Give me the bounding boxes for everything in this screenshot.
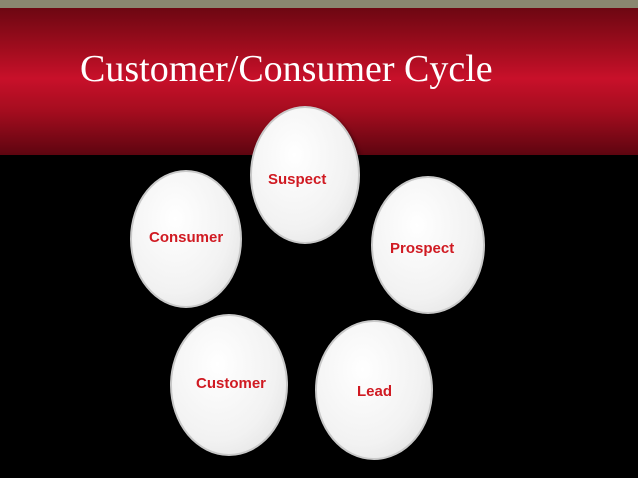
node-customer xyxy=(170,314,288,456)
node-label-consumer: Consumer xyxy=(149,229,224,246)
node-lead xyxy=(315,320,433,460)
top-accent-strip xyxy=(0,0,638,8)
node-label-lead: Lead xyxy=(357,383,393,400)
node-consumer xyxy=(130,170,242,308)
slide-title: Customer/Consumer Cycle xyxy=(80,48,493,90)
node-label-customer: Customer xyxy=(196,375,267,392)
node-prospect xyxy=(371,176,485,314)
node-suspect xyxy=(250,106,360,244)
node-label-suspect: Suspect xyxy=(268,171,327,188)
node-label-prospect: Prospect xyxy=(390,240,455,257)
